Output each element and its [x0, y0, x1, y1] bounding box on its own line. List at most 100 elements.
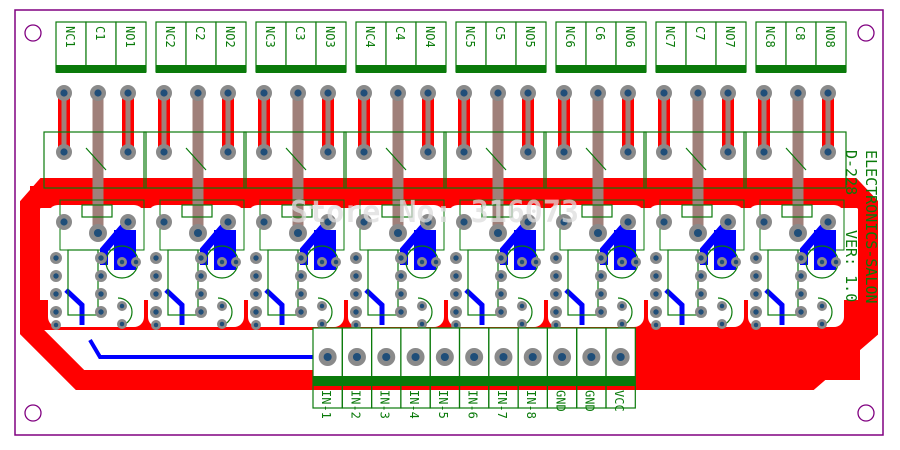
drill-hole [624, 148, 632, 156]
drill-hole [60, 89, 68, 97]
relay-switch-symbol [585, 147, 607, 171]
drill-hole [319, 259, 325, 265]
terminal-label-no8: NO8 [823, 26, 837, 48]
drill-hole [694, 89, 702, 97]
resistor-outline [681, 204, 713, 218]
drill-hole [219, 259, 225, 265]
drill-hole [224, 218, 232, 226]
top-copper-band [30, 186, 860, 208]
drill-hole [587, 352, 596, 362]
drill-hole [753, 309, 759, 315]
drill-hole [598, 291, 604, 297]
drill-hole [598, 255, 604, 261]
drill-hole [619, 259, 625, 265]
drill-hole [819, 259, 825, 265]
terminal-cell [605, 327, 636, 409]
drill-hole [124, 89, 132, 97]
mounting-hole [857, 24, 875, 42]
mounting-hole [857, 404, 875, 422]
drill-hole [198, 255, 204, 261]
terminal-label-c6: C6 [593, 26, 607, 40]
drill-hole [398, 291, 404, 297]
drill-hole [324, 218, 332, 226]
terminal-label: IN-3 [378, 390, 392, 419]
drill-hole [440, 352, 449, 362]
drill-hole [519, 321, 525, 327]
relay-outline [243, 131, 347, 189]
drill-hole [524, 148, 532, 156]
drill-hole [833, 259, 839, 265]
drill-hole [693, 228, 703, 238]
mounting-hole [24, 24, 42, 42]
drill-hole [398, 273, 404, 279]
drill-hole [53, 309, 59, 315]
drill-hole [398, 255, 404, 261]
drill-hole [323, 352, 332, 362]
drill-hole [98, 291, 104, 297]
input-terminal-gnd: GND [546, 327, 578, 412]
drill-hole [360, 89, 368, 97]
terminal-label-c8: C8 [793, 26, 807, 40]
drill-hole [424, 89, 432, 97]
drill-hole [498, 273, 504, 279]
relay-switch-symbol [685, 147, 707, 171]
drill-hole [519, 259, 525, 265]
drill-hole [453, 291, 459, 297]
drill-hole [653, 291, 659, 297]
drill-hole [160, 218, 168, 226]
terminal-cell [285, 21, 317, 73]
drill-hole [494, 89, 502, 97]
drill-hole [353, 255, 359, 261]
terminal-label-c4: C4 [393, 26, 407, 40]
terminal-silk-bar [56, 65, 146, 73]
drill-hole [298, 255, 304, 261]
drill-hole [470, 352, 479, 362]
drill-hole [360, 218, 368, 226]
drill-hole [453, 273, 459, 279]
drill-hole [53, 273, 59, 279]
drill-hole [124, 148, 132, 156]
input-terminal-in-5: IN-5 [429, 327, 461, 419]
drill-hole [498, 255, 504, 261]
bottom-trace [164, 288, 185, 325]
terminal-label-nc7: NC7 [663, 26, 677, 48]
drill-hole [453, 255, 459, 261]
terminal-silk-bar [756, 65, 846, 73]
terminal-label: IN-4 [407, 390, 421, 419]
drill-hole [298, 291, 304, 297]
terminal-label-no6: NO6 [623, 26, 637, 48]
terminal-label-no1: NO1 [123, 26, 137, 48]
drill-hole [793, 228, 803, 238]
drill-hole [133, 259, 139, 265]
optocoupler-outline [467, 249, 499, 316]
drill-hole [824, 218, 832, 226]
drill-hole [460, 218, 468, 226]
terminal-silk-bar [156, 65, 246, 73]
input-terminal-in-4: IN-4 [400, 327, 431, 419]
drill-hole [398, 309, 404, 315]
drill-hole [698, 273, 704, 279]
resistor-outline [81, 204, 113, 218]
relay-outline [143, 131, 247, 189]
terminal-label-nc5: NC5 [463, 26, 477, 48]
terminal-cell [555, 21, 587, 73]
drill-hole [419, 259, 425, 265]
board-title: ELECTRONICS-SALON [862, 150, 880, 304]
drill-hole [353, 322, 359, 328]
drill-hole [224, 89, 232, 97]
input-terminal-in-7: IN-7 [488, 327, 519, 419]
board-version: VER: 1.0 [842, 230, 860, 302]
relay-outline [43, 131, 147, 189]
drill-hole [533, 259, 539, 265]
drill-hole [353, 309, 359, 315]
terminal-silk-bar [456, 65, 546, 73]
relay-switch-symbol [85, 147, 107, 171]
drill-hole [352, 352, 362, 362]
